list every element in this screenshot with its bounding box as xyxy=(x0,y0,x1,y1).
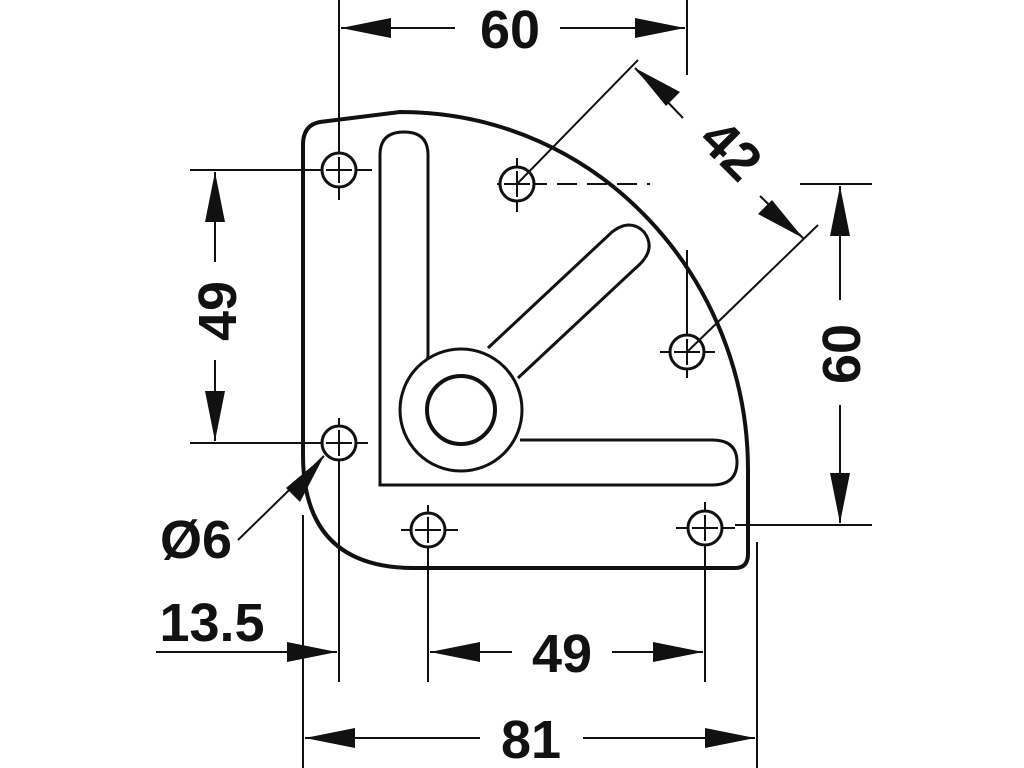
mounting-holes xyxy=(299,140,735,558)
dimension-overall-width: 81 xyxy=(305,542,758,768)
hole-bottom-left xyxy=(401,505,458,558)
hole-top-left xyxy=(299,140,372,200)
dimension-label-hole-diameter: Ø6 xyxy=(160,510,232,570)
dimension-label-right-height: 60 xyxy=(812,324,872,384)
dimension-hole-diameter: Ø6 xyxy=(160,455,325,570)
diagonal-slot xyxy=(486,223,651,380)
dimension-bottom-spacing: 49 xyxy=(427,556,706,684)
dimension-label-bottom-spacing: 49 xyxy=(532,624,592,684)
central-boss-inner xyxy=(425,374,497,446)
dimension-left-height: 49 xyxy=(188,169,322,444)
corner-plate xyxy=(301,109,750,570)
dimension-right-height: 60 xyxy=(735,183,872,526)
dimension-label-left-height: 49 xyxy=(188,281,248,341)
dimension-label-overall-width: 81 xyxy=(501,710,561,768)
dimension-top-width: 60 xyxy=(338,0,688,140)
hole-bottom-right xyxy=(676,502,735,556)
dimension-edge-offset: 13.5 xyxy=(156,470,340,768)
dimension-label-diagonal-spacing: 42 xyxy=(688,108,773,193)
dimension-label-edge-offset: 13.5 xyxy=(159,593,264,653)
dimension-label-top-width: 60 xyxy=(480,0,540,60)
